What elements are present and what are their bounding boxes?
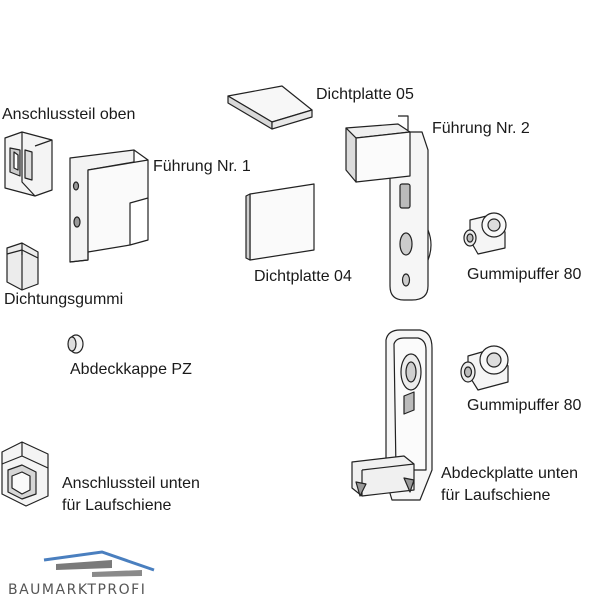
label-anschlussteil-oben: Anschlussteil oben <box>2 106 136 123</box>
fuehrung-nr-1-drawing <box>69 149 149 263</box>
label-fuehrung-nr-1: Führung Nr. 1 <box>153 158 251 175</box>
gummipuffer-80-a-drawing <box>463 212 507 255</box>
dichtplatte-04-drawing <box>245 183 315 261</box>
label-abdeckkappe-pz: Abdeckkappe PZ <box>70 361 192 378</box>
logo-text: BAUMARKTPROFI <box>8 582 147 598</box>
anschlussteil-oben-drawing <box>4 131 53 197</box>
baumarktprofi-logo: BAUMARKTPROFI <box>8 548 168 598</box>
fuehrung-nr-2-drawing <box>345 115 432 301</box>
label-gummipuffer-80-b: Gummipuffer 80 <box>467 397 582 414</box>
label-abdeckplatte-unten-line1: Abdeckplatte unten <box>441 465 578 482</box>
label-anschlussteil-unten-line2: für Laufschiene <box>62 497 172 514</box>
label-dichtungsgummi: Dichtungsgummi <box>4 291 124 308</box>
gummipuffer-80-b-drawing <box>460 345 509 391</box>
anschlussteil-unten-drawing <box>1 441 49 507</box>
label-gummipuffer-80-a: Gummipuffer 80 <box>467 266 582 283</box>
label-dichtplatte-04: Dichtplatte 04 <box>254 268 352 285</box>
label-anschlussteil-unten-line1: Anschlussteil unten <box>62 475 200 492</box>
logo-roof-mark <box>43 550 155 577</box>
abdeckplatte-unten-drawing <box>351 329 433 501</box>
abdeckkappe-pz-drawing <box>67 334 84 354</box>
dichtungsgummi-drawing <box>6 242 39 291</box>
label-dichtplatte-05: Dichtplatte 05 <box>316 86 414 103</box>
dichtplatte-05-drawing <box>227 85 313 130</box>
label-fuehrung-nr-2: Führung Nr. 2 <box>432 120 530 137</box>
label-abdeckplatte-unten-line2: für Laufschiene <box>441 487 551 504</box>
